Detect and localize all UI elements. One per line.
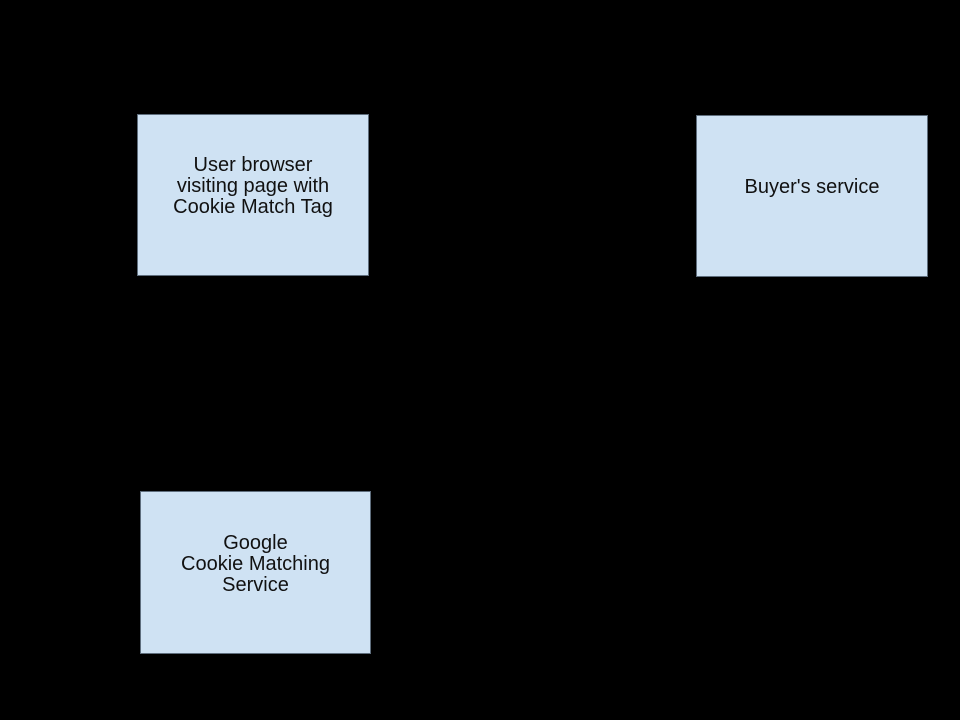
node-user-browser: User browser visiting page with Cookie M… xyxy=(137,114,369,276)
node-user-browser-label: User browser visiting page with Cookie M… xyxy=(173,155,333,218)
label-line: Cookie Matching xyxy=(181,552,330,575)
node-buyers-service-label: Buyer's service xyxy=(745,177,880,198)
node-google-cms-label: Google Cookie Matching Service xyxy=(181,531,330,596)
node-google-cookie-matching-service: Google Cookie Matching Service xyxy=(140,491,371,654)
label-line: User browser xyxy=(193,154,313,176)
label-line: Cookie Match Tag xyxy=(173,196,333,218)
node-buyers-service: Buyer's service xyxy=(696,115,928,277)
label-line: Service xyxy=(222,573,289,596)
label-line: visiting page with xyxy=(176,175,330,197)
label-line: Google xyxy=(223,531,288,554)
label-line: Buyer's service xyxy=(744,176,880,198)
